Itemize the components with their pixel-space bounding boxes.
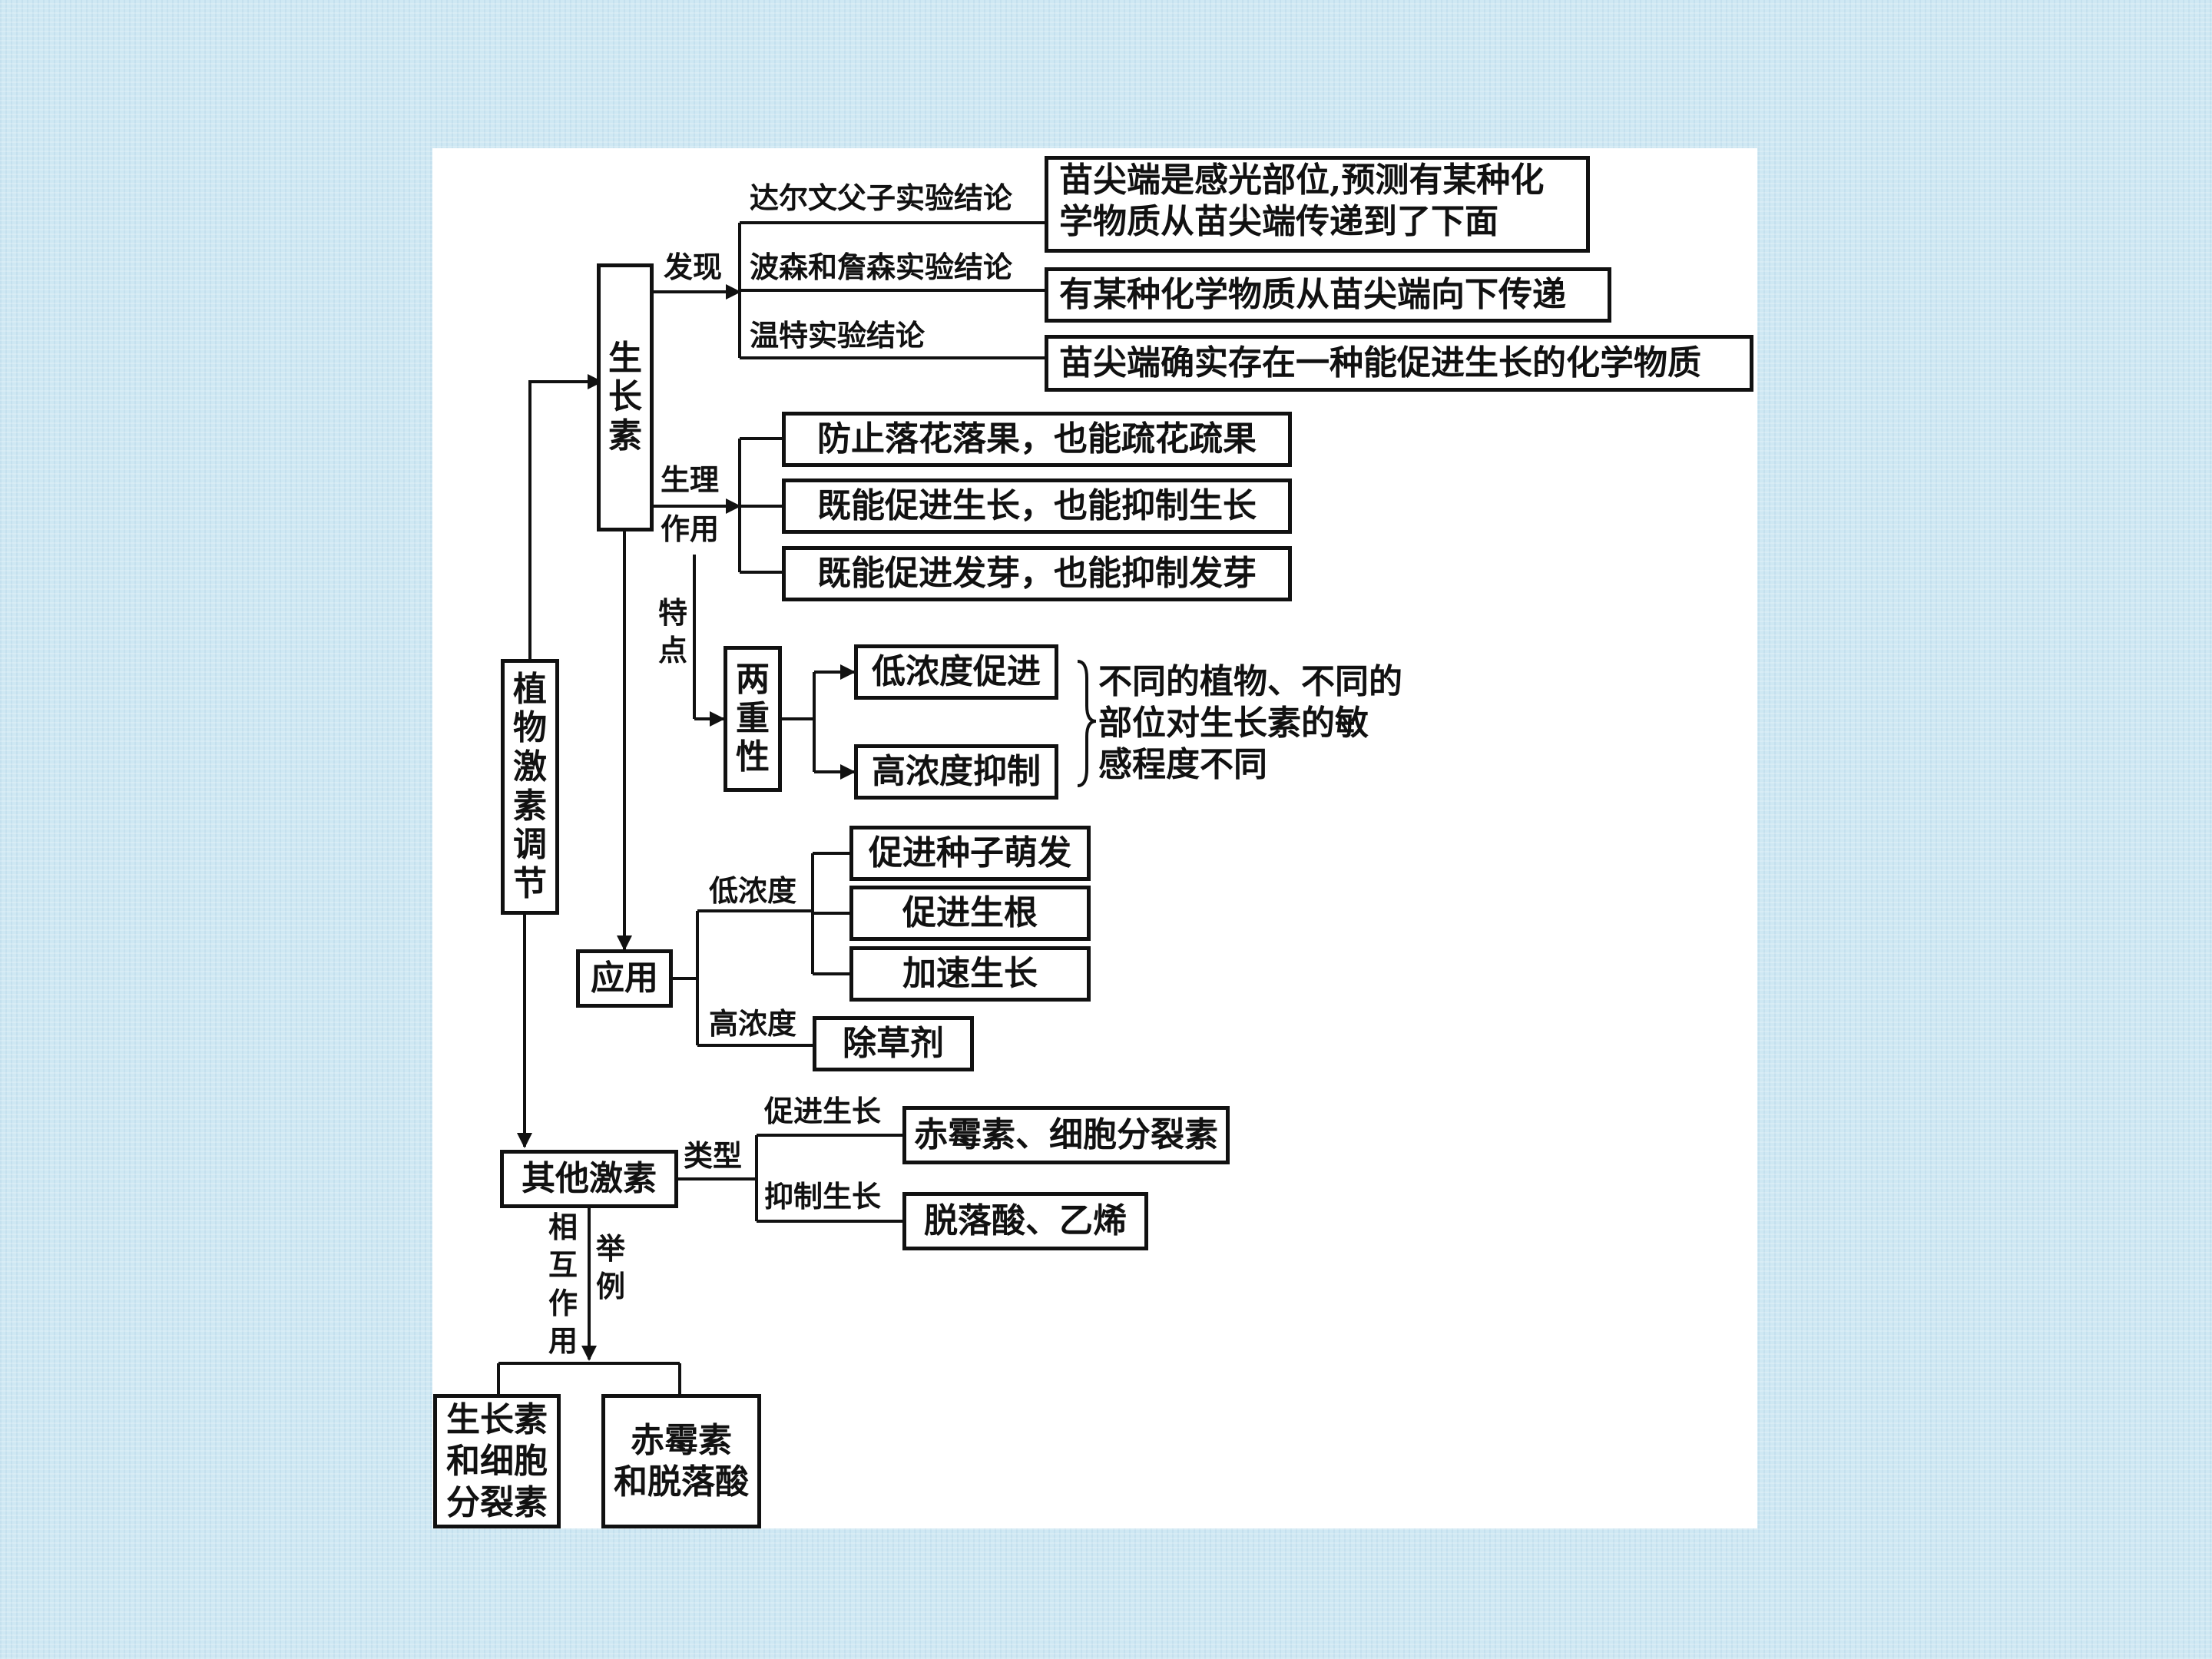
vertical-char: 重 xyxy=(736,698,770,738)
vertical-char: 物 xyxy=(513,708,547,748)
high-concentration-inhibits: 高浓度抑制 xyxy=(854,744,1058,800)
vertical-char: 互 xyxy=(548,1247,578,1283)
discovery-source-boysen-jensen: 波森和詹森实验结论 xyxy=(750,250,1013,284)
high-concentration-inhibits-text: 高浓度抑制 xyxy=(872,752,1041,791)
root-vertical-text: 植物激素调节 xyxy=(513,669,547,904)
vertical-char: 两 xyxy=(736,660,770,700)
physiology-item-2: 既能促进生长，也能抑制生长 xyxy=(782,478,1292,534)
application-node-text: 应用 xyxy=(591,959,658,998)
vertical-char: 用 xyxy=(548,1323,578,1359)
vertical-char: 相 xyxy=(548,1210,578,1244)
conclusion-darwin: 苗尖端是感光部位,预测有某种化 学物质从苗尖端传递到了下面 xyxy=(1045,156,1590,253)
vertical-char: 作 xyxy=(548,1285,578,1320)
low-concentration-promotes: 低浓度促进 xyxy=(854,644,1058,700)
example-1-line-3: 分裂素 xyxy=(446,1482,548,1522)
example-2-line-1: 赤霉素 xyxy=(631,1420,732,1460)
vertical-char: 举 xyxy=(595,1231,625,1266)
example-label: 举例 xyxy=(594,1230,628,1306)
conclusion-darwin-line-2: 学物质从苗尖端传递到了下面 xyxy=(1059,202,1498,241)
sensitivity-note: 不同的植物、不同的 部位对生长素的敏 感程度不同 xyxy=(1098,661,1402,786)
promote-growth-hormones: 赤霉素、细胞分裂素 xyxy=(902,1106,1230,1164)
example-auxin-cytokinin: 生长素 和细胞 分裂素 xyxy=(433,1394,561,1528)
vertical-char: 例 xyxy=(595,1269,625,1304)
example-gibberellin-abscisic-acid: 赤霉素 和脱落酸 xyxy=(601,1394,761,1528)
physiology-item-3: 既能促进发芽，也能抑制发芽 xyxy=(782,546,1292,601)
root-node-plant-hormone-regulation: 植物激素调节 xyxy=(501,659,559,915)
app-seed-germination: 促进种子萌发 xyxy=(849,826,1091,881)
physiology-label-line-1: 生理 xyxy=(661,462,720,497)
example-2-line-2: 和脱落酸 xyxy=(614,1462,749,1502)
inhibit-growth-hormones: 脱落酸、乙烯 xyxy=(902,1192,1148,1250)
interaction-label: 相互作用 xyxy=(546,1208,580,1360)
duality-node: 两重性 xyxy=(724,646,782,792)
promote-growth-hormones-text: 赤霉素、细胞分裂素 xyxy=(914,1115,1218,1154)
sensitivity-note-line-1: 不同的植物、不同的 xyxy=(1098,662,1402,701)
inhibit-growth-hormones-text: 脱落酸、乙烯 xyxy=(924,1201,1127,1240)
vertical-char: 植 xyxy=(513,669,547,709)
conclusion-boysen-jensen: 有某种化学物质从苗尖端向下传递 xyxy=(1045,267,1611,323)
application-node: 应用 xyxy=(576,949,673,1008)
application-low-label: 低浓度 xyxy=(709,873,797,908)
conclusion-went: 苗尖端确实存在一种能促进生长的化学物质 xyxy=(1045,335,1753,392)
inhibit-growth-label: 抑制生长 xyxy=(764,1179,882,1214)
vertical-char: 长 xyxy=(608,377,642,417)
type-label: 类型 xyxy=(684,1138,743,1173)
app-rooting-text: 促进生根 xyxy=(902,893,1038,932)
conclusion-darwin-line-1: 苗尖端是感光部位,预测有某种化 xyxy=(1059,161,1545,200)
auxin-vertical-text: 生长素 xyxy=(608,339,642,456)
connector-lines xyxy=(497,221,1097,1394)
vertical-char: 素 xyxy=(608,416,642,455)
vertical-char: 点 xyxy=(657,633,687,668)
vertical-char: 性 xyxy=(736,737,770,777)
diagram-panel: 植物激素调节 生长素 发现 达尔文父子实验结论 波森和詹森实验结论 温特实验结论… xyxy=(432,148,1757,1528)
vertical-char: 特 xyxy=(657,595,687,630)
app-seed-germination-text: 促进种子萌发 xyxy=(869,833,1071,873)
feature-label: 特点 xyxy=(656,594,690,670)
low-concentration-promotes-text: 低浓度促进 xyxy=(872,652,1041,691)
example-label-vertical-text: 举例 xyxy=(594,1230,628,1306)
discovery-source-went: 温特实验结论 xyxy=(750,318,926,353)
physiology-item-2-text: 既能促进生长，也能抑制生长 xyxy=(817,486,1257,525)
app-herbicide-text: 除草剂 xyxy=(843,1024,944,1063)
feature-label-vertical-text: 特点 xyxy=(656,594,690,670)
app-accelerate-growth: 加速生长 xyxy=(849,946,1091,1002)
vertical-char: 节 xyxy=(513,863,547,903)
application-high-label: 高浓度 xyxy=(709,1006,797,1041)
vertical-char: 激 xyxy=(513,747,547,786)
example-1-line-1: 生长素 xyxy=(446,1399,548,1439)
physiology-item-1: 防止落花落果，也能疏花疏果 xyxy=(782,412,1292,467)
app-herbicide: 除草剂 xyxy=(813,1016,974,1071)
app-accelerate-growth-text: 加速生长 xyxy=(902,954,1038,993)
app-rooting: 促进生根 xyxy=(849,886,1091,941)
promote-growth-label: 促进生长 xyxy=(764,1094,882,1128)
vertical-char: 生 xyxy=(608,338,642,378)
conclusion-went-text: 苗尖端确实存在一种能促进生长的化学物质 xyxy=(1059,343,1701,382)
physiology-item-1-text: 防止落花落果，也能疏花疏果 xyxy=(817,419,1257,459)
other-hormones-node: 其他激素 xyxy=(500,1150,678,1208)
sensitivity-note-line-3: 感程度不同 xyxy=(1098,745,1267,784)
discovery-label: 发现 xyxy=(664,250,723,284)
vertical-char: 调 xyxy=(513,825,547,865)
physiology-item-3-text: 既能促进发芽，也能抑制发芽 xyxy=(817,554,1257,593)
physiology-label-line-2: 作用 xyxy=(661,512,720,546)
vertical-char: 素 xyxy=(513,786,547,826)
conclusion-boysen-jensen-text: 有某种化学物质从苗尖端向下传递 xyxy=(1059,275,1566,314)
other-hormones-node-text: 其他激素 xyxy=(522,1159,657,1198)
example-1-line-2: 和细胞 xyxy=(446,1441,548,1481)
auxin-node: 生长素 xyxy=(597,263,654,531)
interaction-label-vertical-text: 相互作用 xyxy=(546,1208,580,1360)
sensitivity-note-line-2: 部位对生长素的敏 xyxy=(1098,704,1369,743)
discovery-source-darwin: 达尔文父子实验结论 xyxy=(750,180,1013,215)
duality-vertical-text: 两重性 xyxy=(736,661,770,777)
